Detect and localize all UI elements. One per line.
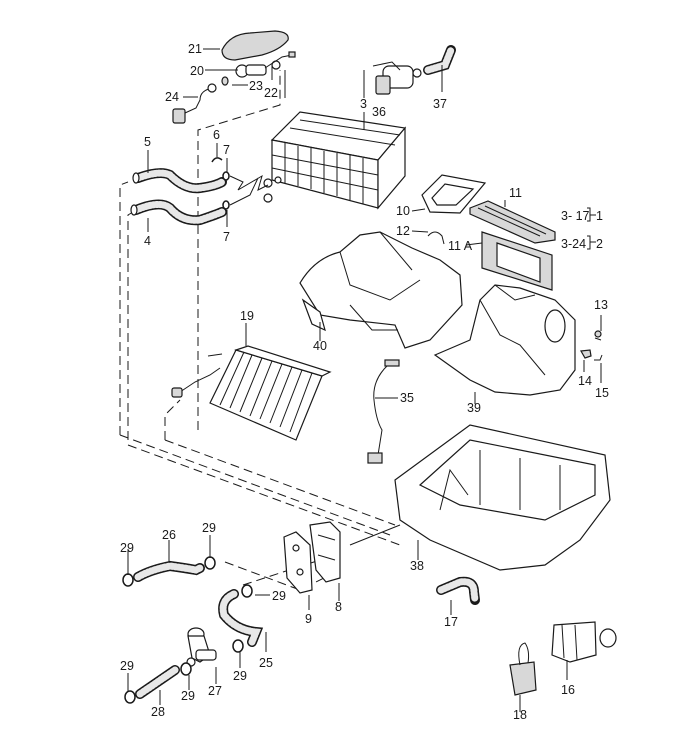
callout-6: 6	[213, 128, 220, 142]
callouts: 21 20 23 22 24 36 37 3 5 6 7 4 7 10 11 1…	[120, 42, 609, 722]
part-20-valve	[235, 51, 296, 78]
callout-12: 12	[396, 224, 410, 238]
part-5-hose	[132, 168, 227, 194]
part-29-clamp-3	[241, 584, 253, 598]
part-35-harness	[367, 359, 400, 464]
callout-21: 21	[188, 42, 202, 56]
callout-7-lower: 7	[223, 230, 230, 244]
callout-3: 3	[360, 97, 367, 111]
callout-8: 8	[335, 600, 342, 614]
part-11a-filter-frame	[481, 231, 553, 291]
callout-22: 22	[264, 86, 278, 100]
callout-14: 14	[578, 374, 592, 388]
part-25-hose	[218, 589, 264, 647]
part-39-housing-right	[433, 284, 576, 396]
part-40-housing-left	[299, 231, 463, 349]
part-7-clamp-upper	[222, 171, 230, 181]
part-10-gasket	[421, 174, 487, 214]
callout-37: 37	[433, 97, 447, 111]
callout-23: 23	[249, 79, 263, 93]
leader-lines	[127, 48, 602, 712]
callout-15: 15	[595, 386, 609, 400]
part-36-pump	[372, 61, 422, 95]
part-4-hose	[130, 199, 227, 226]
part-23-o-ring	[221, 76, 229, 86]
part-13-screw	[594, 330, 602, 341]
callout-10: 10	[396, 204, 410, 218]
callout-29-d: 29	[233, 669, 247, 683]
part-11-filter	[469, 200, 556, 244]
callout-39: 39	[467, 401, 481, 415]
kit-note-range-1: 3- 17	[561, 209, 590, 223]
callout-24: 24	[165, 90, 179, 104]
part-29-clamp-5	[180, 662, 192, 676]
callout-40: 40	[313, 339, 327, 353]
callout-29-c: 29	[272, 589, 286, 603]
part-21-cover	[221, 30, 289, 61]
callout-29-f: 29	[120, 659, 134, 673]
callout-17: 17	[444, 615, 458, 629]
callout-19: 19	[240, 309, 254, 323]
part-29-clamp-6	[124, 690, 136, 704]
part-19-evaporator	[171, 345, 332, 441]
part-18-connector	[509, 642, 537, 696]
callout-36: 36	[372, 105, 386, 119]
callout-18: 18	[513, 708, 527, 722]
callout-7-upper: 7	[223, 143, 230, 157]
part-16-motor	[551, 621, 617, 663]
part-27-valve	[186, 627, 217, 667]
callout-38: 38	[410, 559, 424, 573]
callout-5: 5	[144, 135, 151, 149]
callout-28: 28	[151, 705, 165, 719]
callout-25: 25	[259, 656, 273, 670]
callout-4: 4	[144, 234, 151, 248]
callout-9: 9	[305, 612, 312, 626]
part-24-pipe	[172, 83, 217, 124]
part-29-clamp-4	[232, 639, 244, 653]
kit-note-kit-2: 2	[596, 237, 603, 251]
part-3-heat-exchanger	[263, 111, 407, 210]
callout-27: 27	[208, 684, 222, 698]
part-29-clamp-2	[204, 556, 216, 570]
part-28-hose	[135, 665, 180, 699]
connection-break-lines	[229, 174, 269, 206]
part-7-clamp-lower	[222, 200, 230, 210]
part-38-lower-housing	[394, 424, 611, 571]
callout-11: 11	[509, 186, 522, 200]
part-15-bracket	[594, 354, 603, 361]
callout-29-a: 29	[120, 541, 134, 555]
part-8-flange	[309, 521, 341, 583]
callout-29-e: 29	[181, 689, 195, 703]
part-37-hose	[423, 45, 456, 75]
callout-16: 16	[561, 683, 575, 697]
callout-13: 13	[594, 298, 608, 312]
callout-35: 35	[400, 391, 414, 405]
callout-29-b: 29	[202, 521, 216, 535]
part-14-clip	[580, 349, 592, 359]
part-6-clip	[211, 157, 223, 163]
kit-note-range-2: 3-24	[561, 237, 586, 251]
callout-26: 26	[162, 528, 176, 542]
callout-11a: 11 A	[448, 239, 473, 253]
part-9-flange	[283, 531, 313, 594]
part-29-clamp-1	[122, 573, 134, 587]
callout-20: 20	[190, 64, 204, 78]
part-12-bracket	[427, 231, 445, 245]
kit-note-kit-1: 1	[596, 209, 603, 223]
part-17-hose	[436, 576, 480, 605]
part-26-hose	[133, 560, 205, 582]
